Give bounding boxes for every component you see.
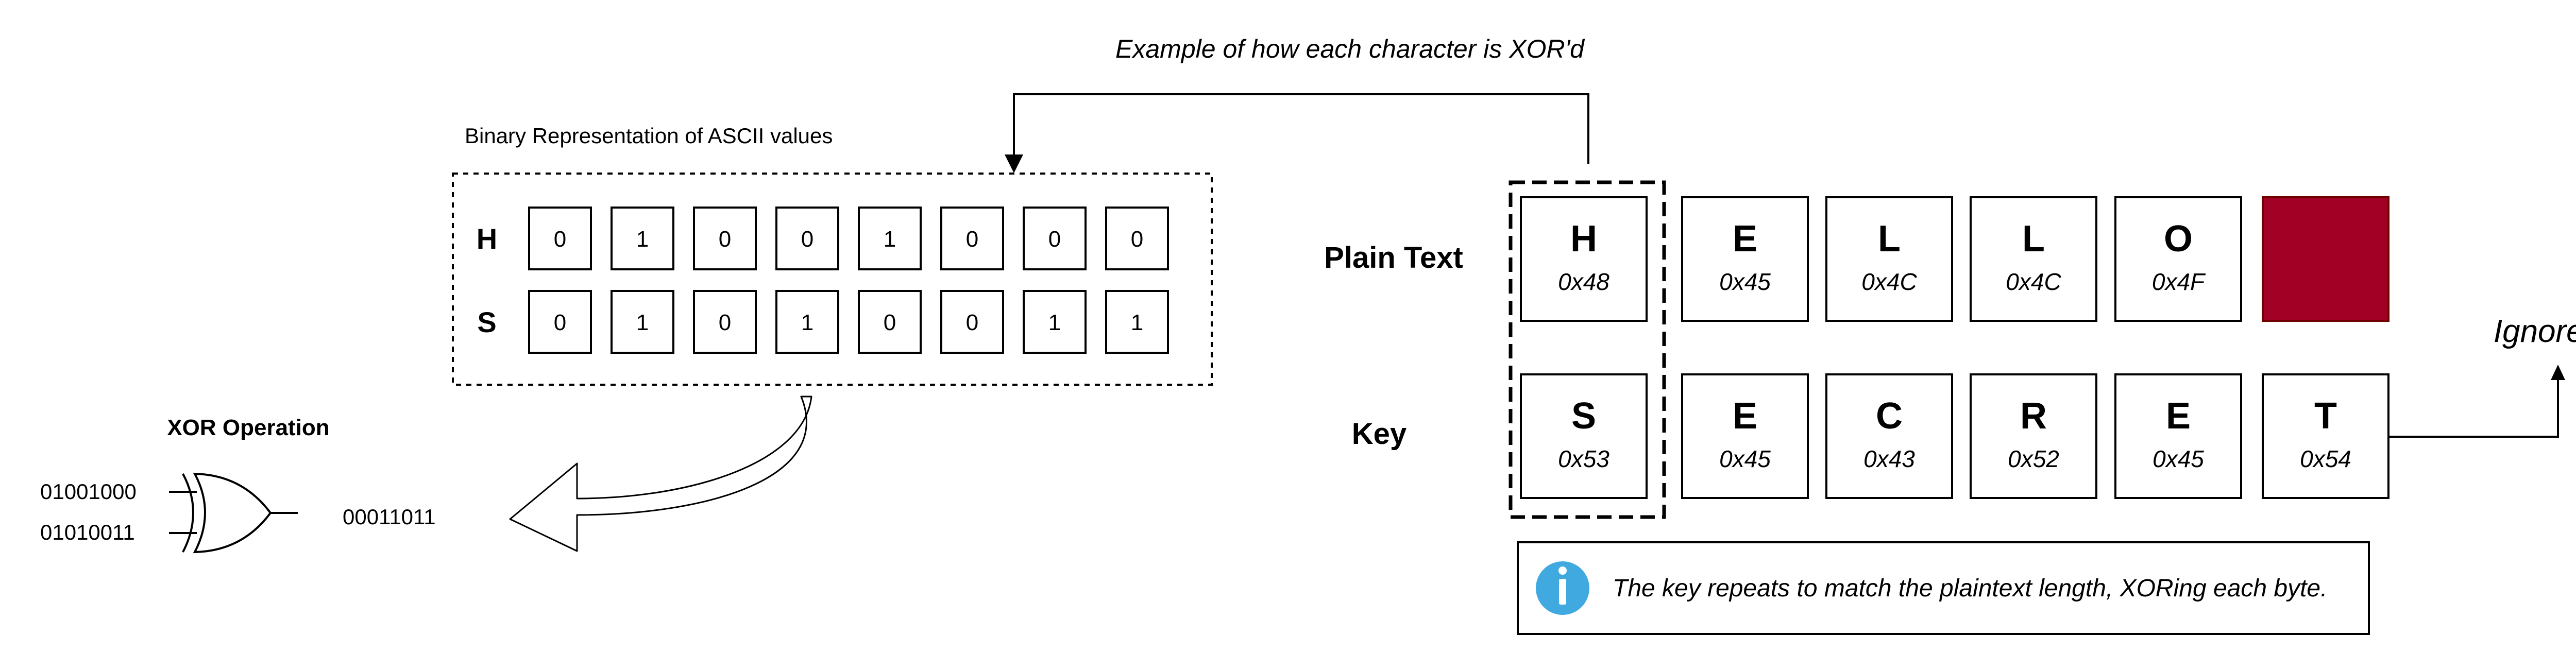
bit-box — [1105, 290, 1169, 354]
bit-value: 1 — [636, 227, 649, 252]
binary-panel — [452, 173, 1213, 386]
bit-box — [693, 290, 757, 354]
bit-value: 0 — [719, 227, 731, 252]
cell-char: S — [1571, 396, 1596, 437]
cell-hex: 0x4C — [1861, 268, 1917, 295]
bit-value: 0 — [966, 227, 978, 252]
cell-hex: 0x43 — [1863, 445, 1915, 472]
connector-arrow — [1013, 93, 1589, 164]
cell-char: O — [2164, 218, 2193, 260]
cell-char: E — [1733, 396, 1757, 437]
xor-input-b: 01010011 — [40, 520, 135, 544]
info-icon — [1536, 561, 1589, 615]
connector-arrowhead — [1005, 154, 1023, 173]
binary-row-char: H — [477, 222, 497, 255]
bit-box — [611, 290, 674, 354]
char-cell — [1970, 196, 2097, 322]
curved-arrow — [509, 396, 812, 552]
bit-box — [858, 290, 922, 354]
key-cells: S 0x53 E 0x45 C 0x43 R 0x52 E 0x45 T 0x54 — [1520, 373, 2389, 499]
key-label: Key — [1352, 417, 1406, 451]
cell-hex: 0x52 — [2008, 445, 2059, 472]
char-cell — [1681, 196, 1809, 322]
cell-char: E — [1733, 218, 1757, 260]
bit-box — [775, 207, 839, 270]
char-cell — [1825, 373, 1953, 499]
char-cell — [1681, 373, 1809, 499]
xor-input-a: 01001000 — [40, 479, 137, 504]
char-cell — [2114, 373, 2242, 499]
top-label: Example of how each character is XOR'd — [1115, 35, 1585, 63]
bit-box — [858, 207, 922, 270]
bit-box — [1105, 207, 1169, 270]
ignored-label: Ignored — [2494, 314, 2576, 349]
cell-char: L — [2022, 218, 2045, 260]
xor-gate-icon — [169, 472, 298, 554]
bit-box — [693, 207, 757, 270]
cell-hex: 0x45 — [2153, 445, 2204, 472]
bit-value: 0 — [554, 227, 566, 252]
binary-row-char: S — [477, 306, 496, 338]
cell-char: T — [2314, 396, 2337, 437]
bit-value: 1 — [801, 310, 814, 335]
bit-value: 1 — [884, 227, 896, 252]
plain-text-cells: H 0x48 E 0x45 L 0x4C L 0x4C O 0x4F — [1520, 196, 2389, 322]
cell-hex: 0x4F — [2152, 268, 2206, 295]
bit-value: 0 — [966, 310, 978, 335]
xor-title: XOR Operation — [167, 415, 329, 440]
bit-value: 0 — [1048, 227, 1061, 252]
bit-box — [1023, 290, 1087, 354]
bit-box — [528, 290, 592, 354]
ignored-arrowhead — [2551, 365, 2565, 380]
bit-box — [611, 207, 674, 270]
bit-value: 0 — [801, 227, 814, 252]
bit-value: 1 — [636, 310, 649, 335]
bit-box — [775, 290, 839, 354]
bit-value: 0 — [1131, 227, 1143, 252]
bit-value: 1 — [1048, 310, 1061, 335]
char-cell — [1520, 196, 1648, 322]
cell-char: H — [1570, 218, 1597, 260]
char-cell — [1825, 196, 1953, 322]
cell-hex: 0x45 — [1719, 268, 1771, 295]
cell-hex: 0x45 — [1719, 445, 1771, 472]
cell-hex: 0x54 — [2300, 445, 2351, 472]
xor-output: 00011011 — [343, 505, 436, 529]
bit-value: 1 — [1131, 310, 1143, 335]
cell-char: L — [1878, 218, 1901, 260]
cell-char: R — [2020, 396, 2047, 437]
cell-hex: 0x48 — [1558, 268, 1609, 295]
filler-cell — [2262, 196, 2389, 322]
cell-char: C — [1876, 396, 1903, 437]
bit-box — [940, 290, 1004, 354]
bit-box — [940, 207, 1004, 270]
bit-box — [1023, 207, 1087, 270]
bit-value: 0 — [884, 310, 896, 335]
bit-value: 0 — [719, 310, 731, 335]
info-note-box — [1517, 541, 2370, 635]
char-cell — [2262, 373, 2389, 499]
cell-hex: 0x4C — [2006, 268, 2061, 295]
ignored-arrow — [2389, 375, 2559, 438]
char-cell — [2114, 196, 2242, 322]
char-cell — [1970, 373, 2097, 499]
first-column-highlight — [1509, 180, 1666, 519]
cell-char: E — [2166, 396, 2191, 437]
bit-box — [528, 207, 592, 270]
bit-value: 0 — [554, 310, 566, 335]
binary-panel-title: Binary Representation of ASCII values — [465, 124, 833, 148]
char-cell — [1520, 373, 1648, 499]
info-note-text: The key repeats to match the plaintext l… — [1613, 575, 2327, 602]
plain-text-label: Plain Text — [1324, 241, 1463, 274]
cell-hex: 0x53 — [1558, 445, 1609, 472]
